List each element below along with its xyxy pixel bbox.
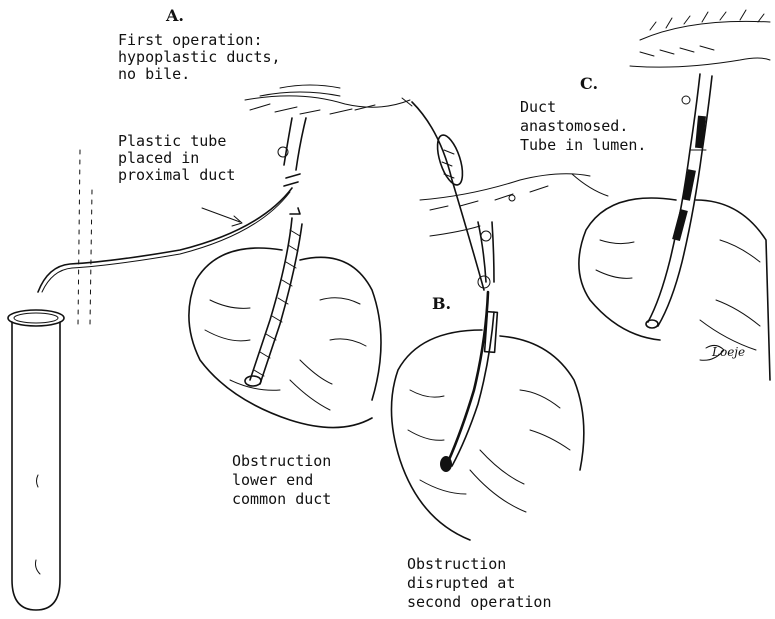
panel-a-caption: First operation: hypoplastic ducts, no b… xyxy=(118,32,281,83)
panel-a-tube-label: Plastic tube placed in proximal duct xyxy=(118,133,235,184)
panel-b-obstruction-line-1: Obstruction xyxy=(407,555,552,574)
panel-a-caption-line-2: hypoplastic ducts, xyxy=(118,49,281,66)
panel-c-caption-line-3: Tube in lumen. xyxy=(520,136,646,155)
panel-a-obstruction-line-3: common duct xyxy=(232,490,331,509)
panel-c-caption-line-2: anastomosed. xyxy=(520,117,646,136)
dashed-guide xyxy=(78,150,92,325)
panel-c-caption-line-1: Duct xyxy=(520,98,646,117)
panel-a-tube-label-line-1: Plastic tube xyxy=(118,133,235,150)
panel-a-caption-line-1: First operation: xyxy=(118,32,281,49)
panel-a-letter: A. xyxy=(166,6,184,25)
artist-signature: Loeje xyxy=(712,344,745,361)
panel-b-obstruction-label: Obstruction disrupted at second operatio… xyxy=(407,555,552,612)
panel-a-obstruction-line-1: Obstruction xyxy=(232,452,331,471)
panel-a-obstruction-line-2: lower end xyxy=(232,471,331,490)
panel-a-obstruction-label: Obstruction lower end common duct xyxy=(232,452,331,509)
panel-c-drawing xyxy=(579,10,770,380)
panel-b-obstruction-line-3: second operation xyxy=(407,593,552,612)
panel-b-obstruction-line-2: disrupted at xyxy=(407,574,552,593)
panel-c-letter: C. xyxy=(580,74,598,93)
panel-b-drawing xyxy=(391,102,590,540)
panel-c-caption: Duct anastomosed. Tube in lumen. xyxy=(520,98,646,155)
panel-a-caption-line-3: no bile. xyxy=(118,66,281,83)
panel-a-tube-label-line-3: proximal duct xyxy=(118,167,235,184)
panel-a-tube-label-line-2: placed in xyxy=(118,150,235,167)
test-tube xyxy=(8,310,64,610)
panel-b-letter: B. xyxy=(432,294,451,313)
